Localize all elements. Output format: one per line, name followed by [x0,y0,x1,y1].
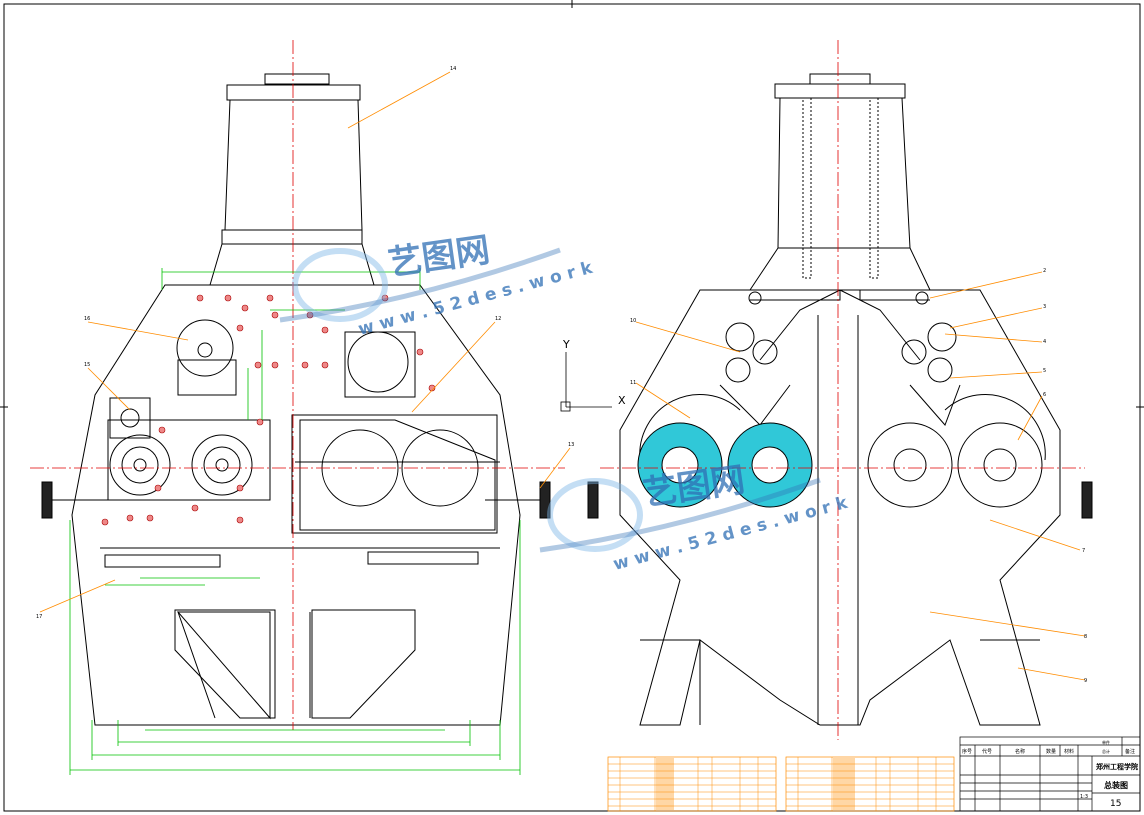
sheet-border [3,3,1141,812]
part-3-label: 3 [1043,304,1046,310]
left-view [41,73,551,726]
header-name: 名称 [1015,748,1025,755]
part-12-label: 12 [495,316,501,322]
drawing-name: 总装图 [1104,780,1128,790]
header-total: 总计 [1102,748,1110,754]
leaders [39,71,1086,681]
part-13-label: 13 [568,442,574,448]
title-block [959,736,1141,812]
sheet-number: 15 [1110,799,1121,809]
part-2-label: 2 [1043,268,1046,274]
watermark: 艺图网 w w w . 5 2 d e s . w o r k 艺图网 w w … [279,230,850,575]
part-6-label: 6 [1043,392,1046,398]
header-unit: 单件 [1102,739,1110,745]
feed-rollers [637,422,813,508]
right-view [587,73,1093,726]
part-7-label: 7 [1082,548,1085,554]
part-labels: 14 16 15 12 17 13 2 3 4 5 6 7 8 9 10 11 [36,66,1087,684]
axis-x-label: X [618,394,626,407]
header-code: 代号 [982,748,992,755]
school-name: 郑州工程学院 [1096,762,1138,771]
part-11-label: 11 [630,380,636,386]
dimensions [69,268,521,775]
header-remark: 备注 [1125,748,1135,755]
header-qty: 数量 [1046,748,1056,755]
left-bolts [101,294,436,526]
scale-value: 1:3 [1080,794,1088,800]
part-16-label: 16 [84,316,90,322]
part-17-label: 17 [36,614,42,620]
part-9-label: 9 [1084,678,1087,684]
header-seq: 序号 [962,748,972,755]
part-15-label: 15 [84,362,90,368]
header-material: 材料 [1064,748,1074,755]
part-4-label: 4 [1043,339,1046,345]
ucs-icon: Y X [560,338,626,412]
axis-y-label: Y [562,338,570,351]
parts-list [607,756,955,812]
part-14-label: 14 [450,66,456,72]
centerlines [30,40,1085,740]
part-8-label: 8 [1084,634,1087,640]
part-5-label: 5 [1043,368,1046,374]
title-block-text: 序号 代号 名称 数量 材料 单件 总计 备注 郑州工程学院 总装图 15 1:… [962,739,1138,809]
part-10-label: 10 [630,318,636,324]
